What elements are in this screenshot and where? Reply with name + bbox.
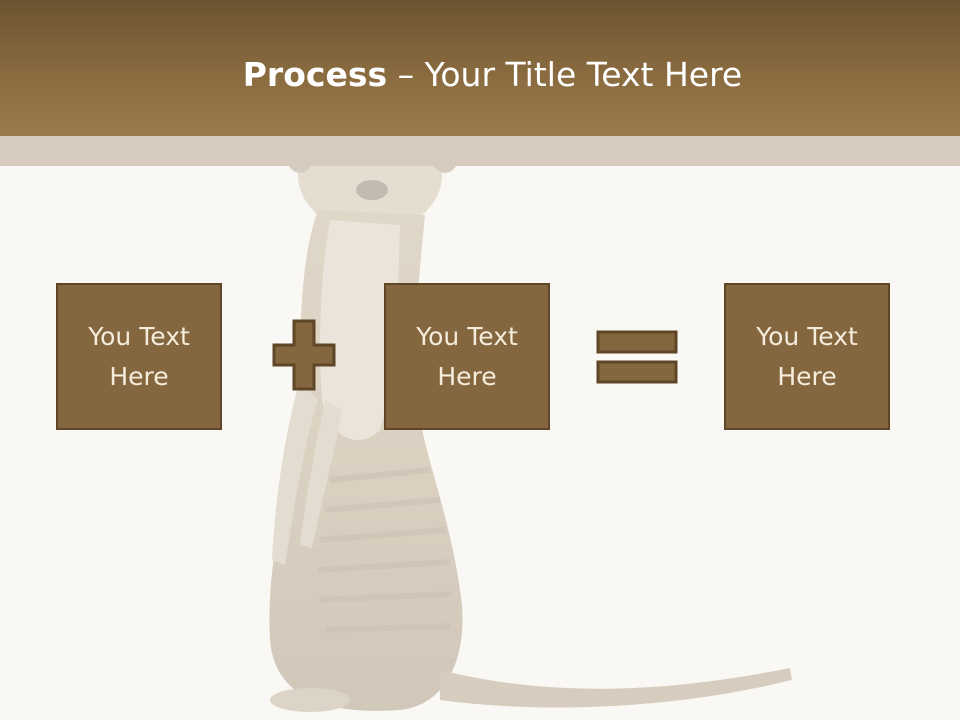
step-label: You Text Here (88, 321, 190, 391)
step-label: You Text Here (416, 321, 518, 391)
process-step-box-1[interactable]: You Text Here (56, 283, 222, 430)
title-header-bar (0, 0, 960, 136)
step-label: You Text Here (756, 321, 858, 391)
process-step-box-2[interactable]: You Text Here (384, 283, 550, 430)
plus-icon (272, 319, 336, 391)
title-bold-part: Process (242, 55, 388, 94)
slide-title[interactable]: Process – Your Title Text Here (0, 52, 960, 98)
process-result-box[interactable]: You Text Here (724, 283, 890, 430)
header-accent-band (0, 136, 960, 166)
equals-icon (596, 330, 678, 384)
title-rest-part: – Your Title Text Here (387, 55, 743, 94)
